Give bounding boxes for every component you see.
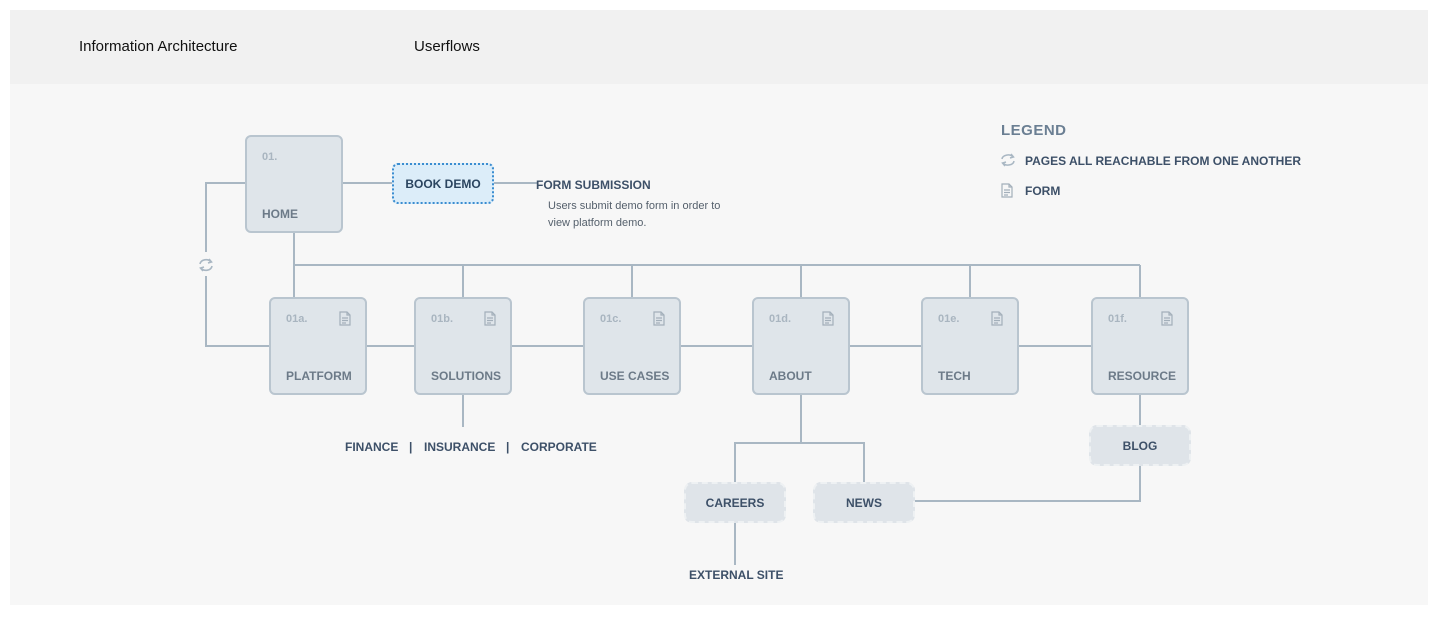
node-use-cases[interactable]: 01c. USE CASES	[583, 297, 681, 395]
node-solutions[interactable]: 01b. SOLUTIONS	[414, 297, 512, 395]
node-number: 01d.	[769, 313, 792, 325]
top-nav-bar	[10, 10, 1428, 84]
node-label: ABOUT	[769, 369, 812, 383]
form-submission-title: FORM SUBMISSION	[536, 178, 651, 192]
separator: |	[409, 440, 413, 454]
form-submission-description: Users submit demo form in order to view …	[548, 198, 720, 232]
node-number: 01f.	[1108, 313, 1127, 325]
node-label: PLATFORM	[286, 369, 352, 383]
refresh-icon	[1001, 153, 1015, 167]
node-label: HOME	[262, 207, 298, 221]
node-about[interactable]: 01d. ABOUT	[752, 297, 850, 395]
corporate-link[interactable]: CORPORATE	[521, 440, 597, 454]
legend-reachable-label: PAGES ALL REACHABLE FROM ONE ANOTHER	[1025, 154, 1302, 168]
node-number: 01a.	[286, 313, 308, 325]
insurance-link[interactable]: INSURANCE	[424, 440, 496, 454]
node-home[interactable]: 01. HOME	[245, 135, 343, 233]
node-number: 01e.	[938, 313, 960, 325]
external-site-label: EXTERNAL SITE	[689, 568, 784, 582]
document-icon	[339, 311, 351, 326]
separator: |	[506, 440, 510, 454]
legend-form-label: FORM	[1025, 184, 1061, 198]
node-platform[interactable]: 01a. PLATFORM	[269, 297, 367, 395]
document-icon	[484, 311, 496, 326]
document-icon	[653, 311, 665, 326]
node-label: SOLUTIONS	[431, 369, 502, 383]
node-number: 01c.	[600, 313, 622, 325]
news-node[interactable]: NEWS	[813, 482, 915, 523]
tab-userflows[interactable]: Userflows	[414, 38, 480, 55]
document-icon	[991, 311, 1003, 326]
document-icon	[822, 311, 834, 326]
careers-node[interactable]: CAREERS	[684, 482, 786, 523]
node-number: 01b.	[431, 313, 454, 325]
node-tech[interactable]: 01e. TECH	[921, 297, 1019, 395]
node-label: TECH	[938, 369, 971, 383]
description-line: Users submit demo form in order to	[548, 200, 721, 212]
node-label: RESOURCE	[1108, 369, 1177, 383]
blog-node[interactable]: BLOG	[1089, 425, 1191, 466]
node-resource[interactable]: 01f. RESOURCE	[1091, 297, 1189, 395]
node-label: USE CASES	[600, 369, 670, 383]
legend-title: LEGEND	[1001, 122, 1067, 139]
book-demo-node[interactable]: BOOK DEMO	[392, 163, 494, 204]
tab-information-architecture[interactable]: Information Architecture	[79, 38, 238, 55]
description-line: view platform demo.	[548, 217, 647, 229]
finance-link[interactable]: FINANCE	[345, 440, 399, 454]
document-icon	[1161, 311, 1173, 326]
document-icon	[1001, 183, 1013, 198]
node-number: 01.	[262, 151, 278, 163]
refresh-icon	[199, 258, 213, 272]
